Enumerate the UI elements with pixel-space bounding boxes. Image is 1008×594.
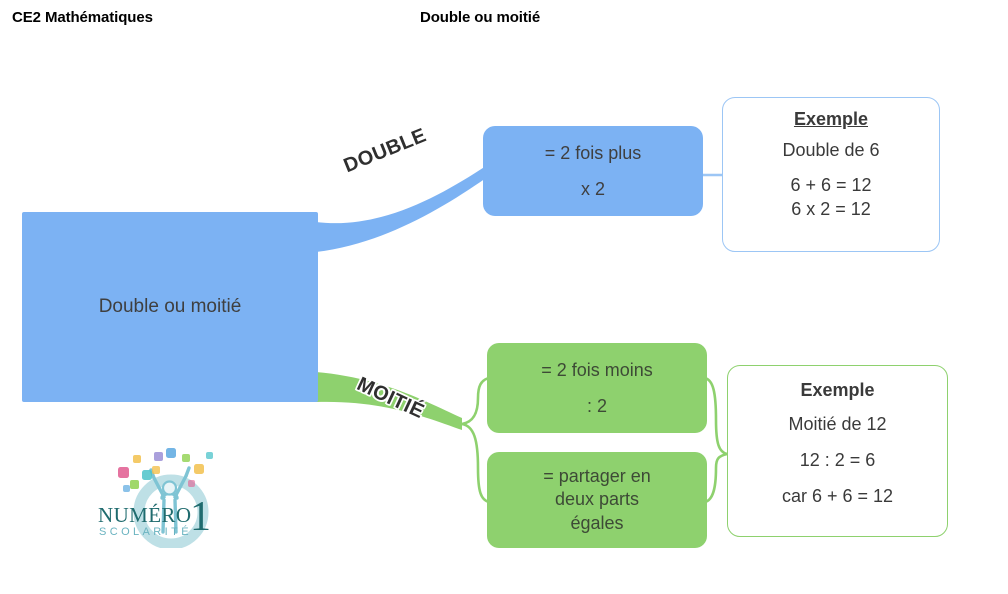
page-title-topic: Double ou moitié [420, 9, 541, 26]
logo-text-scolarite: SCOLARITÉ [99, 525, 192, 538]
logo-ring [133, 474, 209, 548]
example-equations: 6 + 6 = 12 6 x 2 = 12 [790, 174, 871, 222]
example-lead: Moitié de 12 [788, 414, 887, 434]
node-line: égales [570, 512, 624, 533]
node-double-definition[interactable]: = 2 fois plus x 2 [483, 126, 703, 216]
logo-numero1-scolarite: NUMÉRO 1 SCOLARITÉ [98, 448, 213, 548]
example-equation: car 6 + 6 = 12 [781, 486, 894, 506]
node-line: x 2 [580, 178, 605, 199]
example-box-moitie[interactable]: Exemple Moitié de 12 12 : 2 = 6 car 6 + … [727, 365, 948, 537]
connector-moitie-example-lower [704, 452, 728, 504]
logo-figure-head [161, 480, 178, 496]
root-node[interactable]: Double ou moitié [22, 212, 318, 402]
example-title: Exemple [800, 380, 875, 400]
node-line: : 2 [586, 395, 607, 416]
example-equation: 12 : 2 = 6 [799, 450, 876, 470]
page-title-subject: CE2 Mathématiques [12, 9, 153, 26]
logo-text-digit: 1 [190, 494, 211, 540]
node-moitie-definition[interactable]: = 2 fois moins : 2 [487, 343, 707, 433]
node-line: = 2 fois plus [544, 142, 642, 163]
example-lead: Double de 6 [782, 140, 880, 160]
node-moitie-partage[interactable]: = partager en deux parts égales [487, 452, 707, 548]
connector-moitie-example-upper [704, 376, 728, 456]
example-equation: 6 + 6 = 12 [790, 175, 872, 195]
node-line: = partager en [543, 466, 651, 487]
connector-moitie-branch [316, 372, 462, 430]
connector-moitie-node1 [461, 376, 490, 426]
node-line: = 2 fois moins [541, 359, 653, 380]
logo-confetti-icon [118, 448, 213, 492]
root-node-label: Double ou moitié [98, 296, 242, 317]
logo-text-numero: NUMÉRO [98, 503, 191, 527]
example-equation: 6 x 2 = 12 [791, 198, 871, 219]
connector-moitie-node2 [461, 422, 490, 504]
connector-double-branch [316, 166, 486, 252]
example-box-double[interactable]: Exemple Double de 6 6 + 6 = 12 6 x 2 = 1… [722, 97, 940, 252]
node-line: deux parts [554, 489, 640, 510]
example-title: Exemple [793, 109, 869, 129]
